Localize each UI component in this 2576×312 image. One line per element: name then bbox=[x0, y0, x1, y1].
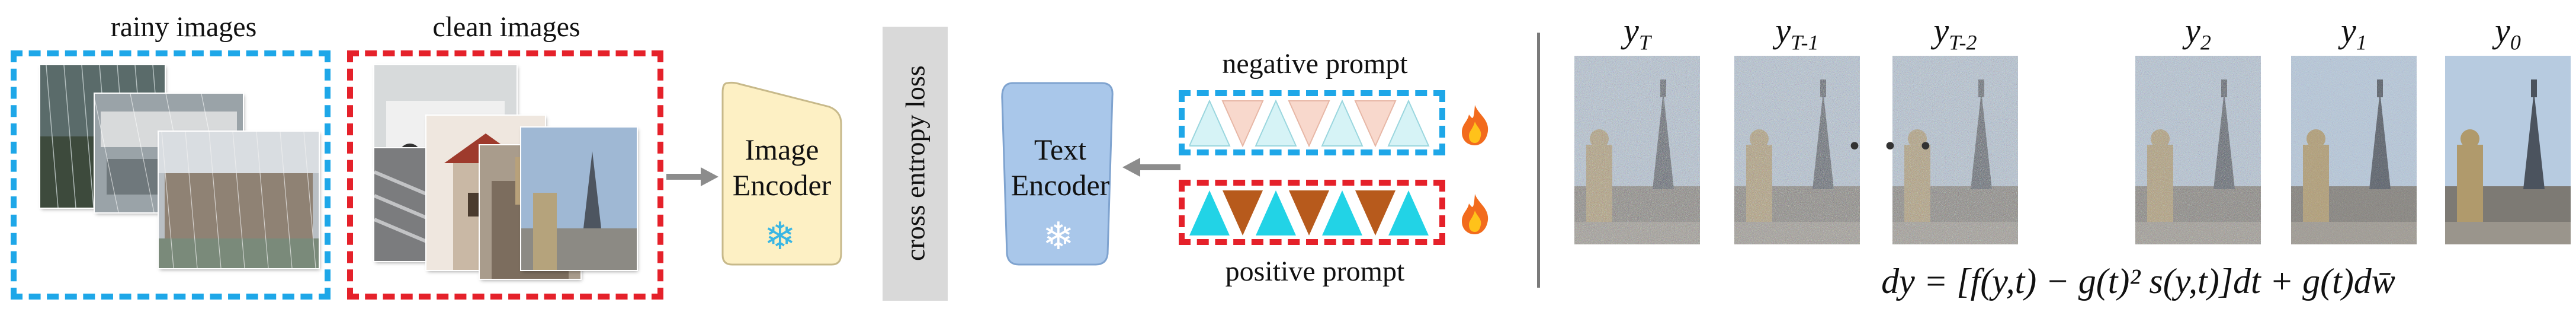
positive-prompt-tokens bbox=[1189, 190, 1429, 235]
diffusion-image bbox=[1734, 56, 1860, 244]
reverse-sde-equation: dy = [f(y,t) − g(t)² s(y,t)]dt + g(t)dw̄ bbox=[1881, 262, 2395, 301]
negative-prompt-label: negative prompt bbox=[1222, 48, 1408, 79]
snowflake-icon: ❄ bbox=[1042, 215, 1074, 259]
flame-icon bbox=[1462, 105, 1489, 145]
timestep-base: y bbox=[1775, 11, 1791, 50]
text-encoder-line1: Text bbox=[1034, 133, 1087, 166]
positive-prompt-box bbox=[1179, 180, 1445, 245]
timestep-label: yT bbox=[1574, 11, 1700, 55]
arrow-icon bbox=[666, 167, 718, 186]
arrow-icon bbox=[1122, 158, 1180, 177]
timestep-base: y bbox=[2341, 11, 2356, 50]
image-encoder-line1: Image bbox=[745, 133, 819, 166]
positive-prompt-label: positive prompt bbox=[1225, 256, 1405, 287]
flame-icon bbox=[1462, 194, 1489, 234]
timestep-label: y2 bbox=[2135, 11, 2261, 55]
rainy-images-box bbox=[11, 50, 331, 300]
text-encoder-line2: Encoder bbox=[1010, 168, 1110, 202]
timestep-subscript: 2 bbox=[2200, 30, 2211, 55]
diffusion-image bbox=[2135, 56, 2261, 244]
diffusion-image bbox=[2445, 56, 2571, 244]
timestep-base: y bbox=[2185, 11, 2200, 50]
ellipsis: • • • bbox=[1847, 132, 1939, 162]
timestep-subscript: T-1 bbox=[1791, 30, 1819, 55]
clean-images-caption: clean images bbox=[432, 11, 580, 43]
snowflake-icon: ❄ bbox=[764, 215, 796, 259]
cross-entropy-loss-label: cross entropy loss bbox=[900, 65, 931, 261]
timestep-label: yT-1 bbox=[1734, 11, 1860, 55]
clean-photo-5 bbox=[521, 128, 637, 270]
diffusion-image bbox=[1892, 56, 2018, 244]
image-encoder bbox=[721, 81, 842, 266]
timestep-label: y0 bbox=[2445, 11, 2571, 55]
negative-prompt-tokens bbox=[1189, 100, 1430, 147]
image-encoder-label: Image Encoder bbox=[717, 132, 847, 203]
image-encoder-line2: Encoder bbox=[732, 168, 832, 202]
section-divider bbox=[1537, 33, 1540, 288]
timestep-label: y1 bbox=[2291, 11, 2417, 55]
timestep-base: y bbox=[2495, 11, 2510, 50]
timestep-subscript: 1 bbox=[2356, 30, 2367, 55]
timestep-base: y bbox=[1624, 11, 1639, 50]
negative-prompt-box bbox=[1179, 90, 1445, 155]
timestep-subscript: 0 bbox=[2510, 30, 2521, 55]
cross-entropy-loss-bar bbox=[883, 27, 948, 301]
timestep-subscript: T bbox=[1638, 30, 1651, 55]
rainy-images-caption: rainy images bbox=[110, 11, 257, 43]
rainy-photo-3 bbox=[159, 132, 319, 268]
timestep-subscript: T-2 bbox=[1949, 30, 1977, 55]
timestep-base: y bbox=[1933, 11, 1949, 50]
diffusion-image bbox=[2291, 56, 2417, 244]
timestep-label: yT-2 bbox=[1892, 11, 2018, 55]
diffusion-image bbox=[1574, 56, 1700, 244]
text-encoder-label: Text Encoder bbox=[995, 132, 1125, 203]
clean-images-box bbox=[347, 50, 663, 300]
text-encoder bbox=[1001, 82, 1114, 266]
